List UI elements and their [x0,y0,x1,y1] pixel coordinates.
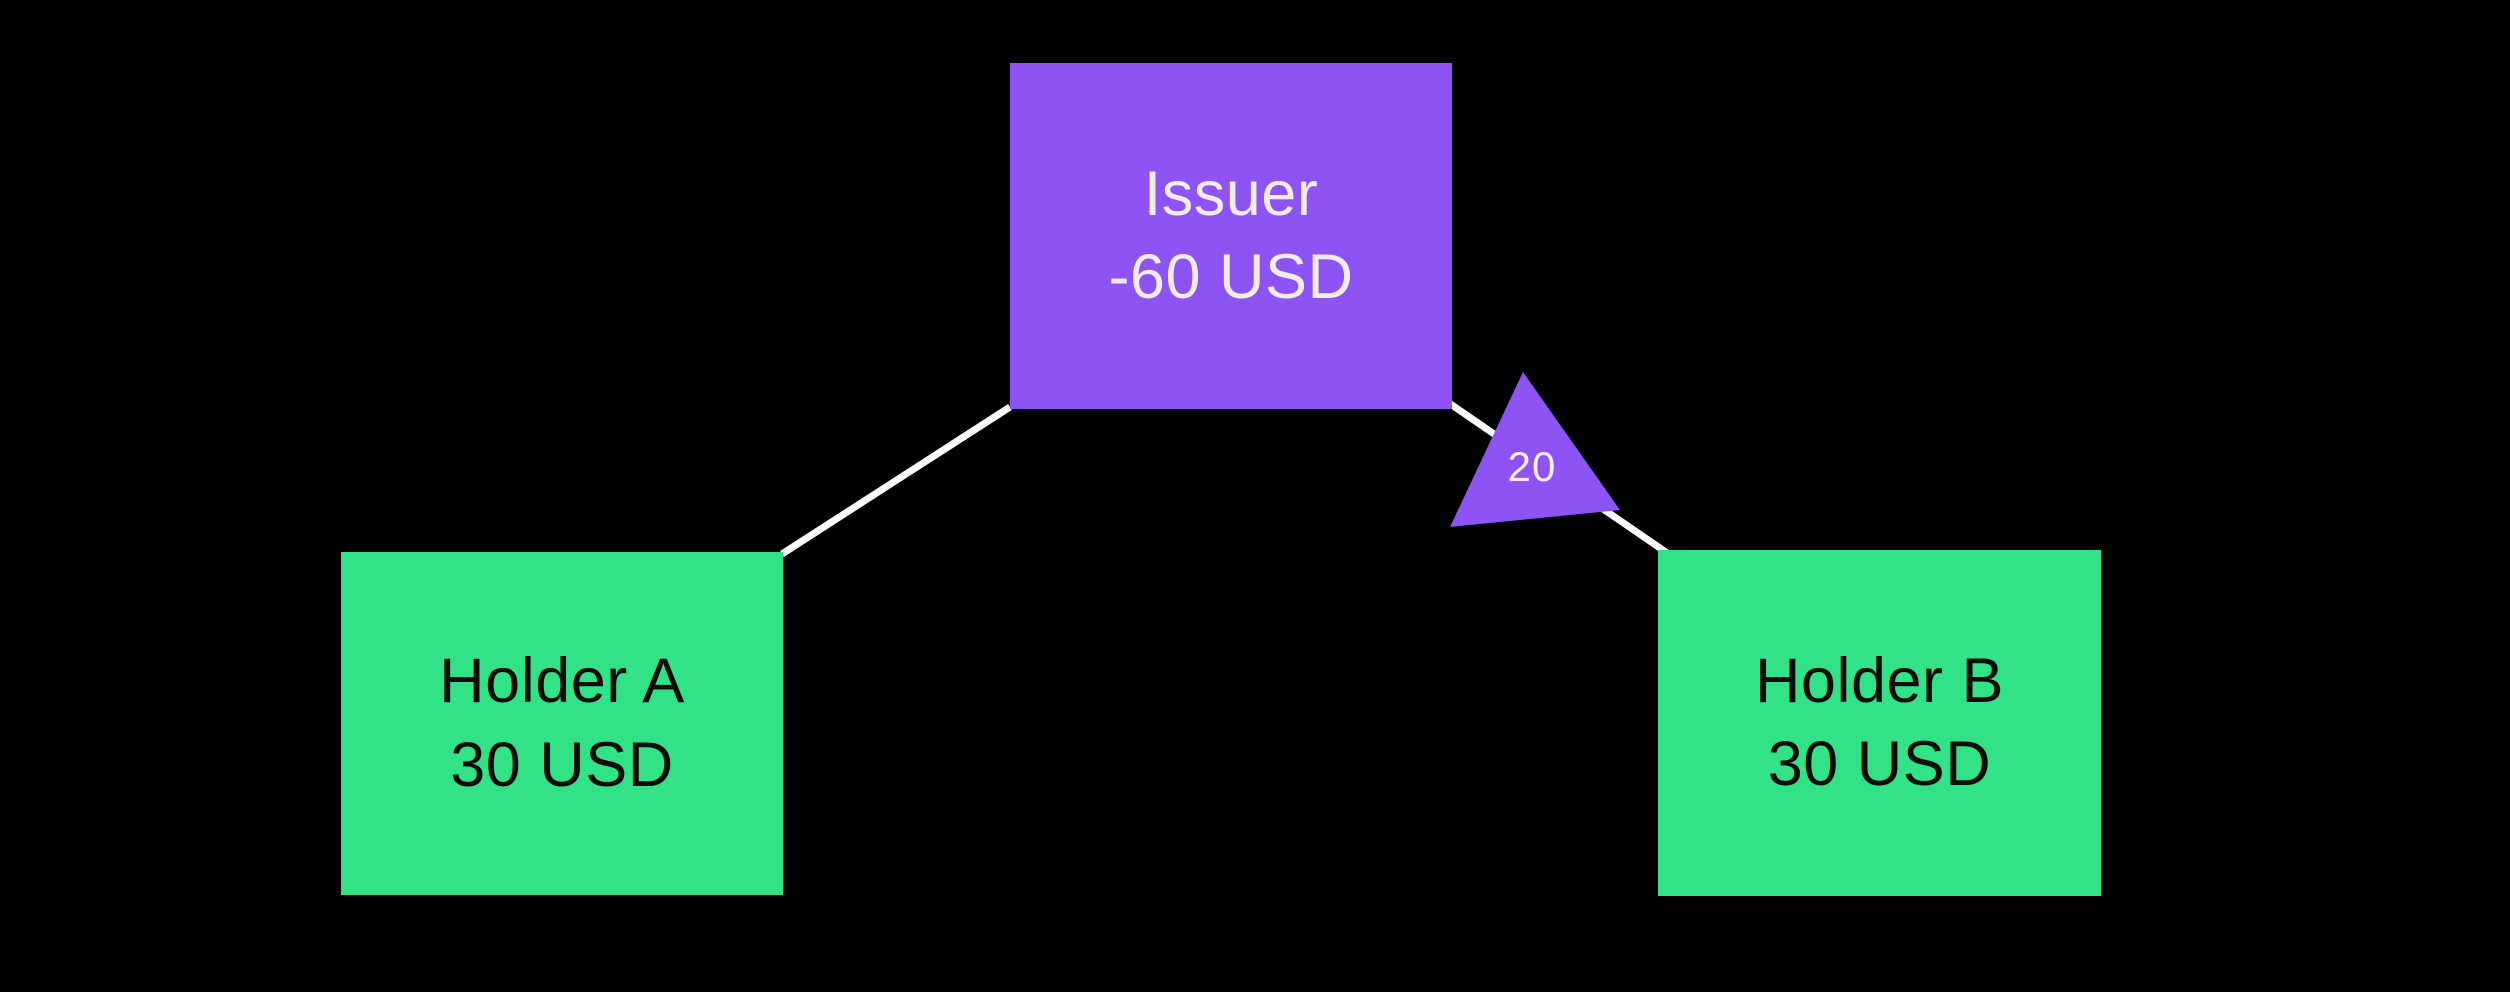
holder-a-label: Holder A [439,646,685,717]
issuer-label: Issuer [1143,158,1319,229]
edge-issuer-holder-a [780,404,1012,557]
issuer-value: -60 USD [1108,242,1354,312]
edge-weight-label: 20 [1507,443,1557,490]
holder-b-value: 30 USD [1767,729,1992,799]
holder-a-value: 30 USD [450,729,674,800]
edge-weight-triangle-icon [1450,372,1620,527]
node-holder-a: Holder A 30 USD [341,552,783,895]
node-issuer: Issuer -60 USD [1010,63,1452,409]
node-holder-b: Holder B 30 USD [1658,550,2101,896]
holder-b-label: Holder B [1754,645,2005,716]
